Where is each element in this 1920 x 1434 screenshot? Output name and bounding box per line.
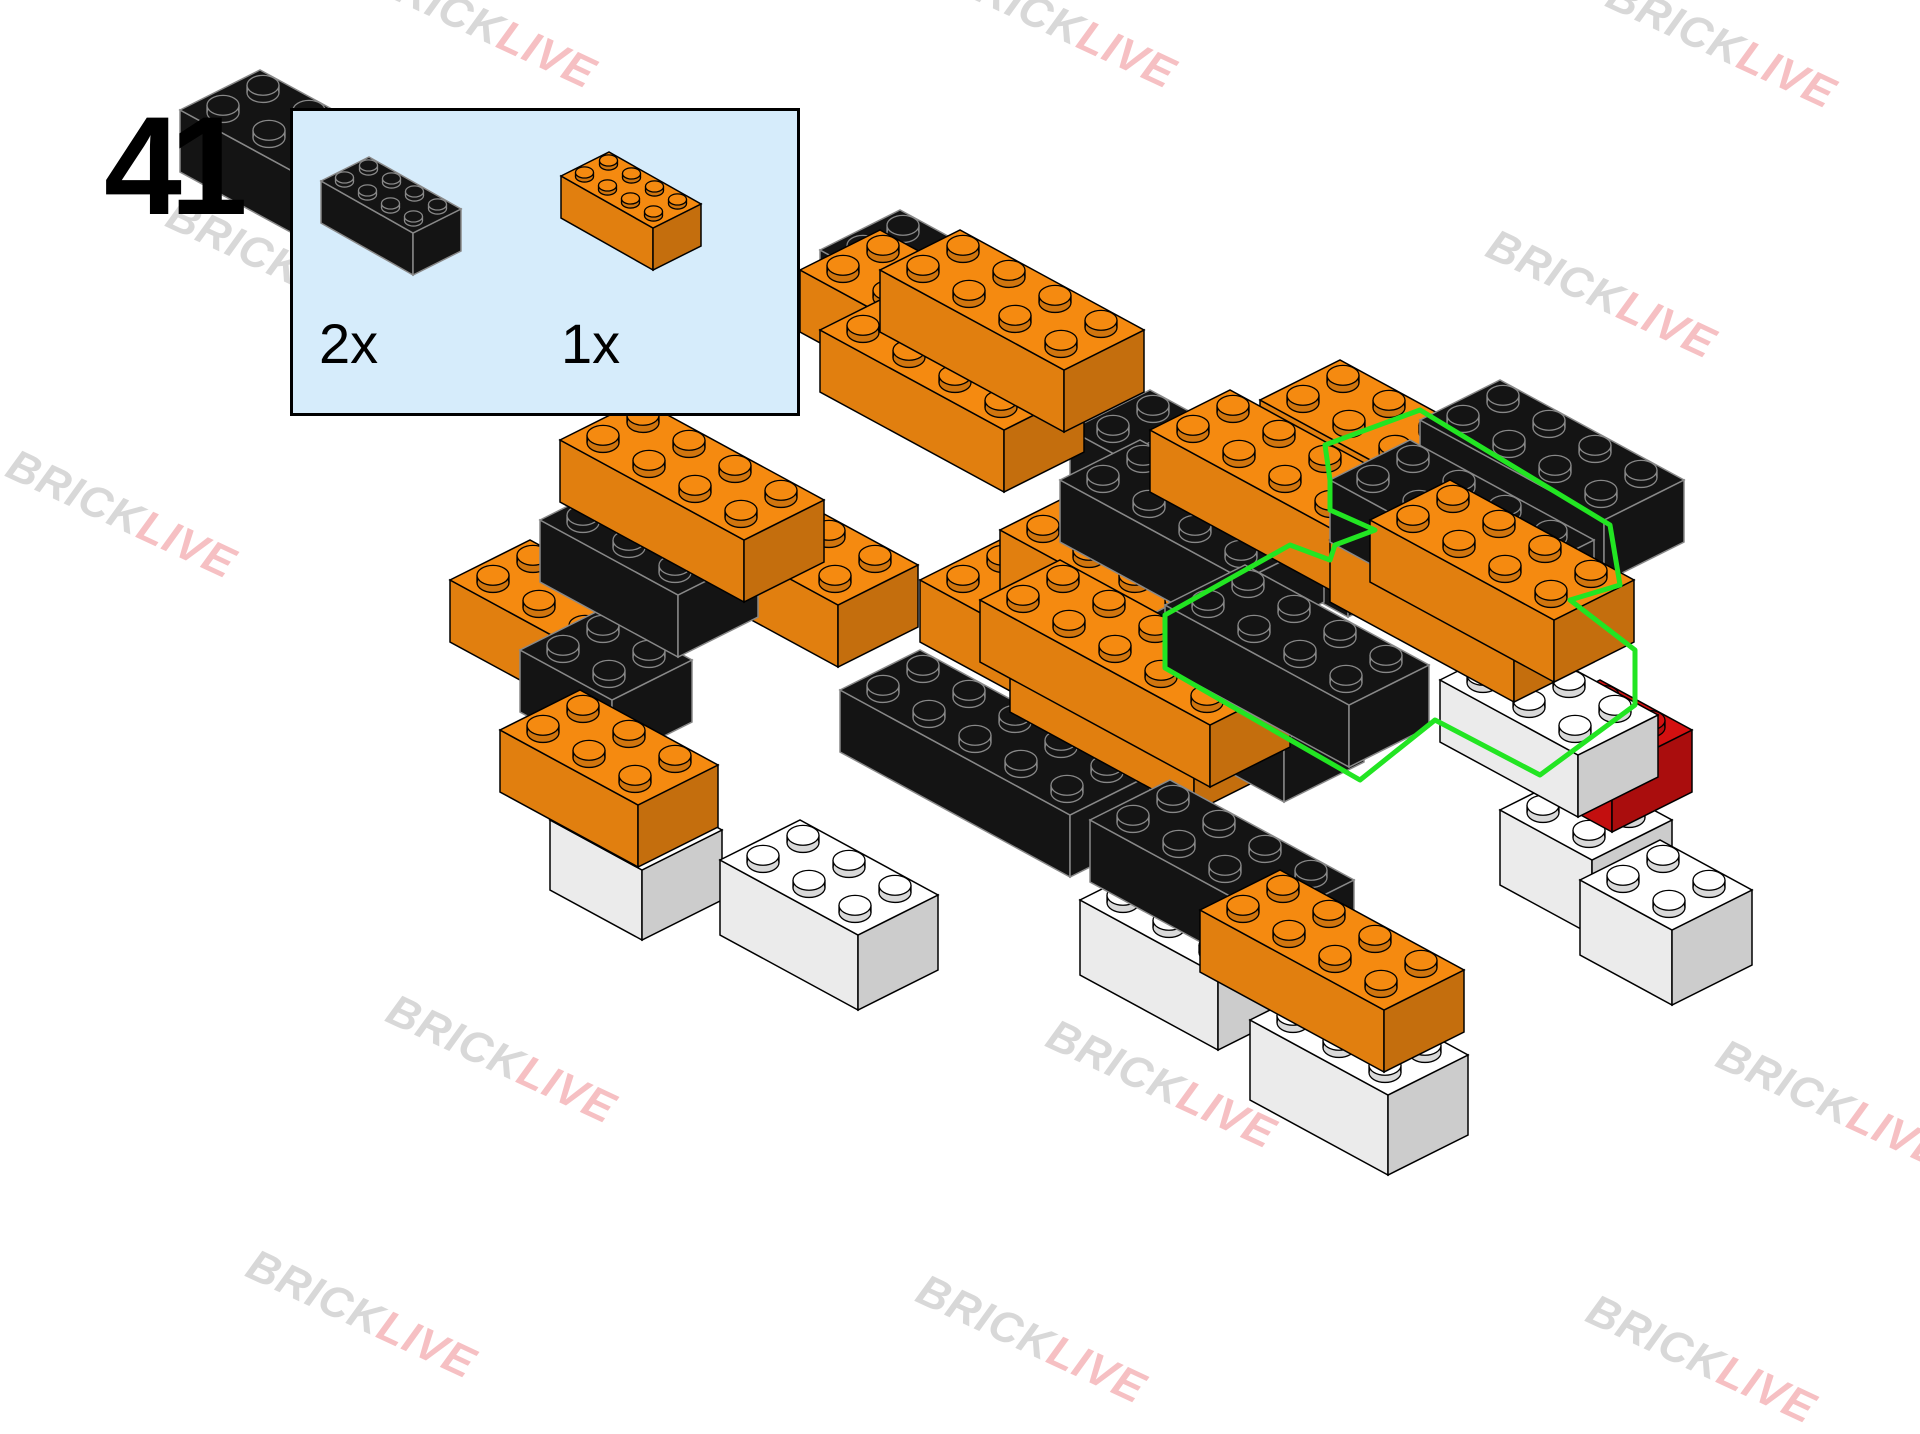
orange-2x4-brick (559, 151, 703, 272)
brick (1368, 479, 1636, 684)
brick (1578, 839, 1754, 1007)
brick (878, 229, 1146, 434)
brick (559, 151, 703, 272)
parts-list: 2x 1x (290, 108, 800, 416)
part-quantity: 2x (319, 312, 379, 375)
brick (498, 689, 720, 869)
part-quantity: 1x (561, 312, 621, 375)
brick (1198, 869, 1466, 1074)
new-part-highlight (1162, 407, 1638, 783)
black-2x4-brick (319, 156, 463, 277)
brick (1163, 564, 1431, 769)
model-assembly (178, 69, 1754, 1177)
brick (558, 399, 826, 604)
step-number: 41 (104, 87, 248, 244)
parts-illustration (319, 151, 703, 277)
brick (718, 819, 940, 1012)
brick-stack (178, 69, 1754, 1177)
brick (319, 156, 463, 277)
